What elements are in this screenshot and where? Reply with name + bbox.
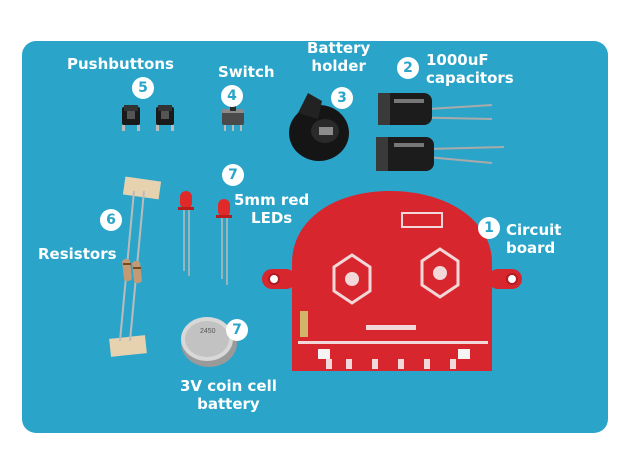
capacitor-top <box>378 93 493 125</box>
badge-capacitors: 2 <box>397 57 419 79</box>
badge-resistors: 6 <box>100 209 122 231</box>
components-illustration: 2450 <box>109 93 522 371</box>
label-resistors: Resistors <box>38 245 117 263</box>
badge-coin-cell: 7 <box>226 319 248 341</box>
badge-switch: 4 <box>221 85 243 107</box>
led-left <box>178 191 194 276</box>
badge-pushbuttons: 5 <box>132 77 154 99</box>
coin-cell-battery: 2450 <box>181 317 237 367</box>
badge-circuit-board: 1 <box>478 217 500 239</box>
coin-cell-marking: 2450 <box>200 328 216 335</box>
label-circuit-board: Circuit board <box>506 221 562 257</box>
label-battery-holder: Battery holder <box>307 41 371 75</box>
label-leds: 5mm red LEDs <box>234 191 310 227</box>
slide-switch <box>222 105 244 131</box>
pushbutton-left <box>122 105 140 131</box>
circuit-board <box>262 191 522 371</box>
product-photo-board: 2450 Pushbuttons 5 <box>22 41 608 433</box>
label-coin-cell: 3V coin cell battery <box>180 377 277 413</box>
badge-battery-holder: 3 <box>331 87 353 109</box>
badge-leds: 7 <box>222 164 244 186</box>
label-capacitors: 1000uF capacitors <box>426 51 514 87</box>
led-right <box>216 199 232 285</box>
pushbutton-right <box>156 105 174 131</box>
battery-holder <box>289 93 349 161</box>
resistors <box>109 176 162 357</box>
label-pushbuttons: Pushbuttons <box>67 55 174 73</box>
capacitor-bottom <box>376 137 505 171</box>
label-switch: Switch <box>218 63 275 81</box>
